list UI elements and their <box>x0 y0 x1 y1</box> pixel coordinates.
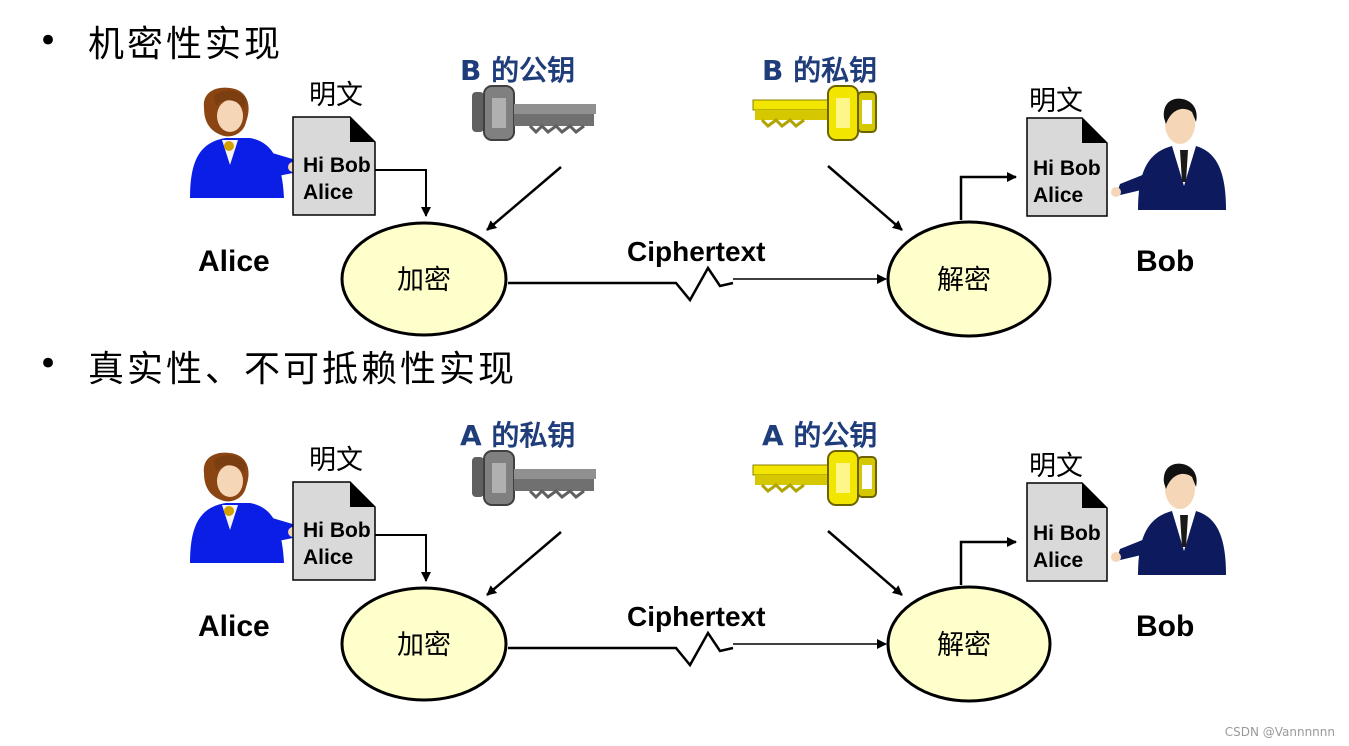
woman-avatar-icon <box>190 87 298 198</box>
right-key-label: B 的私钥 <box>762 54 877 87</box>
gray-key-icon <box>472 450 596 506</box>
woman-avatar-icon <box>190 452 298 563</box>
decrypt-label: 解密 <box>937 630 991 661</box>
left-key-label: A 的私钥 <box>460 419 575 452</box>
section-heading: 真实性、不可抵赖性实现 <box>88 349 517 390</box>
sender-name: Alice <box>198 610 270 643</box>
watermark: CSDN @Vannnnnn <box>1225 725 1335 739</box>
yellow-key-icon <box>752 450 877 506</box>
public-key-arrow <box>827 530 903 596</box>
sender-name: Alice <box>198 245 270 278</box>
document-icon <box>292 481 376 581</box>
ciphertext-channel <box>508 630 734 668</box>
document-icon <box>1026 117 1108 217</box>
section-authenticity: • 真实性、不可抵赖性实现 Alice 明文 Hi Bob Alice A 的私… <box>38 344 1226 703</box>
yellow-key-icon <box>752 85 877 141</box>
plaintext-to-encrypt-arrow <box>375 534 431 582</box>
encrypt-label: 加密 <box>397 630 451 661</box>
section-confidentiality: • 机密性实现 Alice 明文 Hi Bob Alice B 的公钥 <box>38 21 1226 338</box>
document-icon <box>292 116 376 216</box>
document-icon <box>1026 482 1108 582</box>
ciphertext-channel <box>508 265 734 303</box>
decrypt-to-plaintext-arrow <box>959 537 1017 585</box>
businessman-avatar-icon <box>1111 98 1226 210</box>
gray-key-icon <box>472 85 596 141</box>
document-line-1: Hi Bob <box>1033 157 1101 180</box>
ciphertext-label: Ciphertext <box>627 236 765 267</box>
decrypt-node <box>886 220 1052 338</box>
decrypt-label: 解密 <box>937 265 991 296</box>
private-key-arrow <box>486 531 562 596</box>
document-line-1: Hi Bob <box>303 519 371 542</box>
document-title: 明文 <box>1029 86 1083 117</box>
right-key-label: A 的公钥 <box>762 419 877 452</box>
document-line-1: Hi Bob <box>1033 522 1101 545</box>
document-line-1: Hi Bob <box>303 154 371 177</box>
document-line-2: Alice <box>1033 549 1083 572</box>
document-title: 明文 <box>309 80 363 111</box>
section-heading: 机密性实现 <box>88 24 283 65</box>
bullet-marker: • <box>38 344 58 384</box>
encrypt-node <box>340 221 508 337</box>
decrypt-to-plaintext-arrow <box>959 172 1017 220</box>
receiver-name: Bob <box>1136 610 1194 643</box>
public-key-arrow <box>486 166 562 231</box>
plaintext-to-encrypt-arrow <box>375 169 431 217</box>
left-key-label: B 的公钥 <box>460 54 575 87</box>
encrypt-label: 加密 <box>397 265 451 296</box>
ciphertext-label: Ciphertext <box>627 601 765 632</box>
decrypt-node <box>886 585 1052 703</box>
receiver-name: Bob <box>1136 245 1194 278</box>
private-key-arrow <box>827 165 903 231</box>
encrypt-node <box>340 586 508 702</box>
businessman-avatar-icon <box>1111 463 1226 575</box>
bullet-marker: • <box>38 21 58 61</box>
document-line-2: Alice <box>1033 184 1083 207</box>
document-line-2: Alice <box>303 181 353 204</box>
document-title: 明文 <box>309 445 363 476</box>
document-line-2: Alice <box>303 546 353 569</box>
document-title: 明文 <box>1029 451 1083 482</box>
